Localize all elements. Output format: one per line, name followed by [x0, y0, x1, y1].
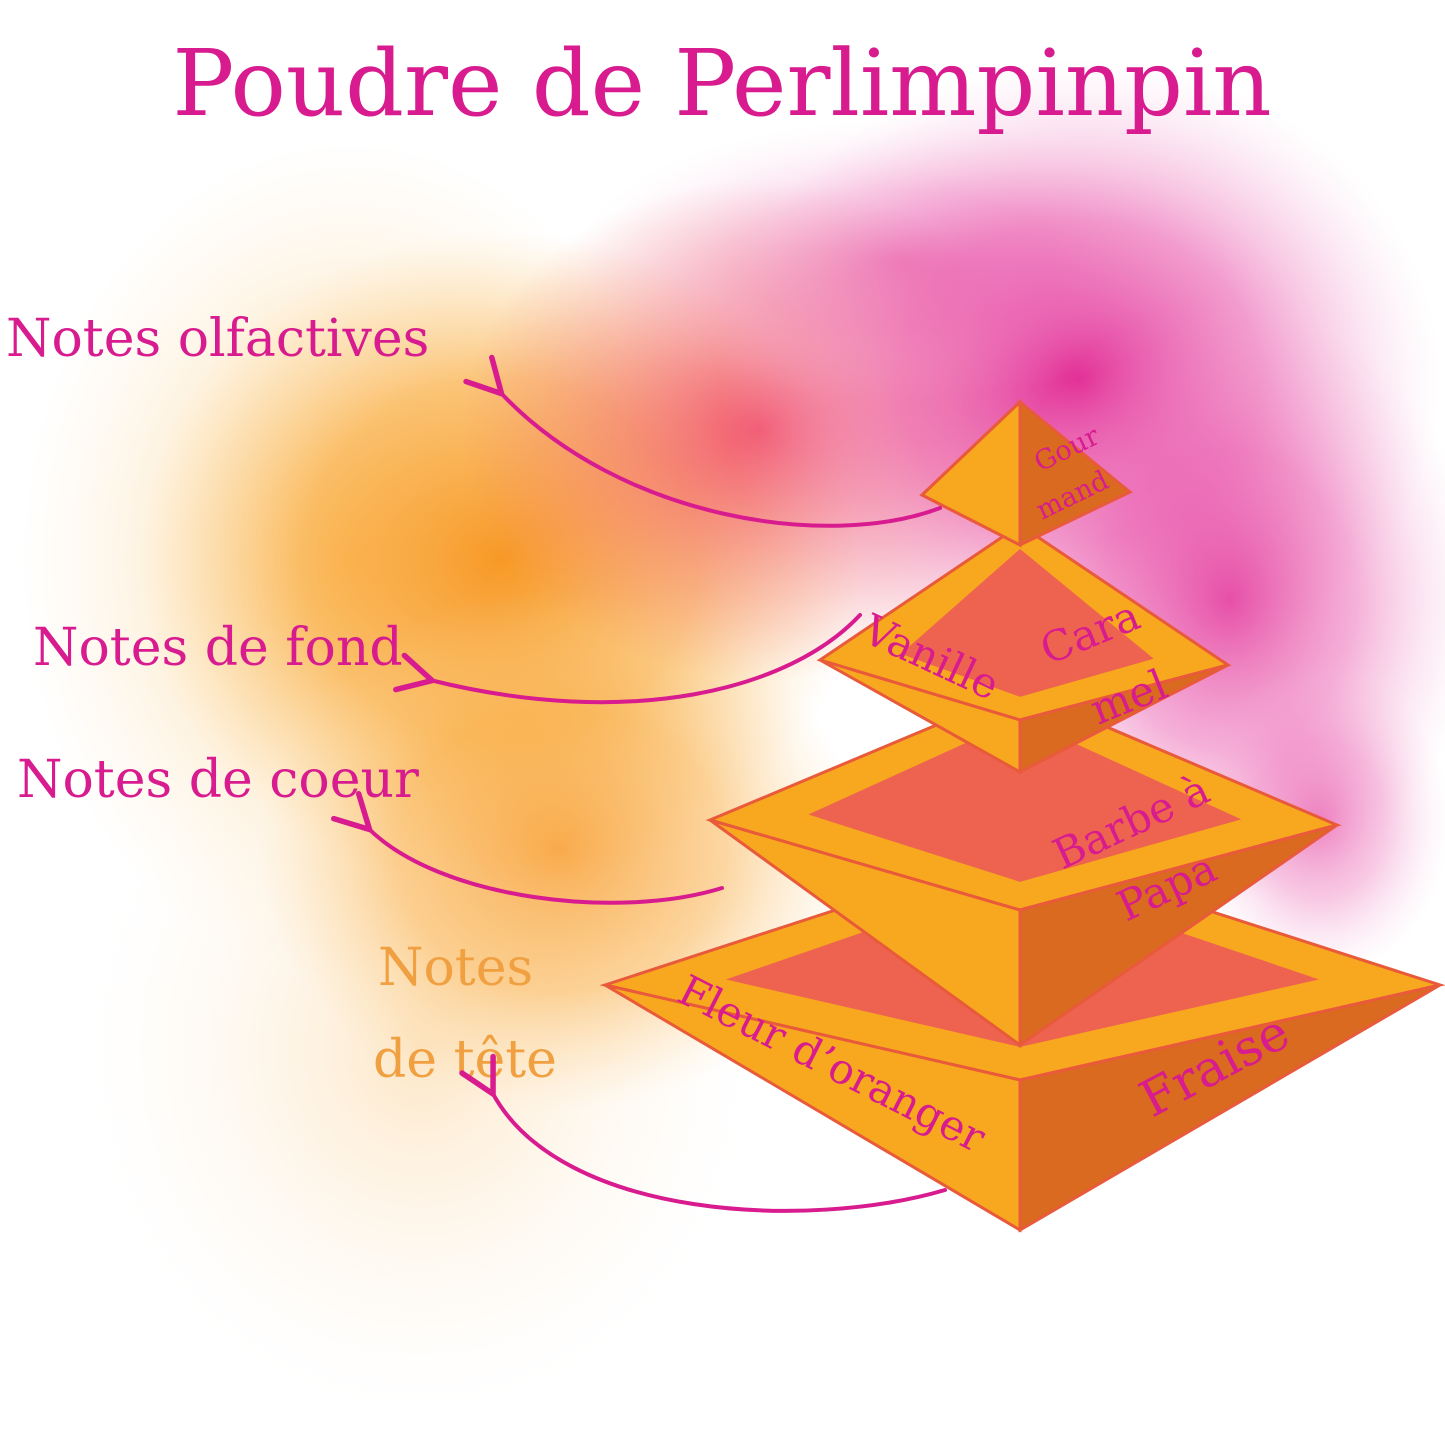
label-notes-olfactives: Notes olfactives: [6, 309, 429, 369]
label-notes-de-coeur: Notes de coeur: [17, 750, 419, 810]
label-notes-de-fond: Notes de fond: [33, 618, 403, 678]
pyramid-tier-coeur: [705, 688, 1342, 1048]
arrow-fond-to-notes-de-fond: [393, 613, 862, 705]
page-title: Poudre de Perlimpinpin: [172, 30, 1271, 137]
pyramid-tier-top: [919, 398, 1133, 548]
pyramid: Gour mand Vanille Cara mel Barbe à Papa …: [599, 398, 1445, 1233]
arrow-gourmand-to-olfactives: [463, 354, 942, 528]
arrow-coeur-to-notes-de-coeur: [331, 791, 724, 905]
label-notes-de-tete-line2: de tête: [373, 1030, 557, 1090]
label-notes-de-tete-line1: Notes: [378, 938, 533, 998]
arrows: [331, 354, 947, 1213]
arrow-tete-to-notes-de-tete: [459, 1053, 947, 1213]
pyramid-tier-fond: [816, 523, 1232, 775]
